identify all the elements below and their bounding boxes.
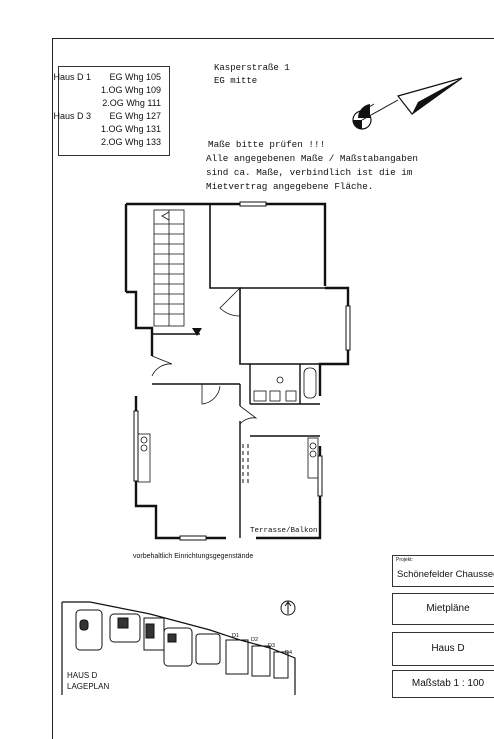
- site-building: [163, 627, 193, 667]
- plan-window: [345, 305, 351, 351]
- unit-apartment: Whg 111: [126, 98, 161, 108]
- unit-floor: 1.OG: [100, 124, 123, 134]
- notice-line: Mietvertrag angegebene Fläche.: [206, 181, 374, 192]
- notice-line: Alle angegebenen Maße / Maßstabangaben: [206, 153, 419, 164]
- unit-apartment: Whg 109: [124, 85, 161, 95]
- unit-house: Haus D 1: [53, 72, 91, 82]
- site-label-type: LAGEPLAN: [67, 682, 110, 691]
- stair-arrow-icon: [192, 328, 202, 336]
- site-plan-label: HAUS D LAGEPLAN: [67, 670, 109, 692]
- address-street: Kasperstraße 1: [214, 63, 290, 73]
- plan-type: Mietpläne: [426, 603, 470, 614]
- plan-wall: [215, 202, 327, 286]
- unit-row: 2.OG Whg 111: [102, 97, 161, 109]
- unit-apartment: Whg 131: [124, 124, 161, 134]
- unit-list-box: Haus D 1 EG Whg 105 1.OG Whg 109 2.OG Wh…: [53, 66, 170, 156]
- plan-window: [179, 535, 207, 541]
- unit-floor: EG: [109, 72, 123, 82]
- scale-label: Maßstab 1 : 100: [411, 678, 485, 689]
- plan-wall: [209, 204, 320, 365]
- plan-wall: [318, 286, 350, 396]
- plan-window: [317, 455, 323, 497]
- title-block: Projekt: Schönefelder Chaussee Mietpläne…: [392, 555, 494, 700]
- site-building: [273, 651, 289, 679]
- terrace-label: Terrasse/Balkon: [250, 527, 318, 535]
- site-building: [75, 609, 103, 651]
- furniture-note: vorbehaltlich Einrichtungsgegenstände: [133, 553, 254, 560]
- staircase: [153, 209, 185, 327]
- plan-wall: [126, 290, 154, 356]
- unit-row: 1.OG Whg 109: [101, 84, 161, 96]
- site-north-arrow-icon: [280, 600, 296, 616]
- address-location: EG mitte: [214, 76, 258, 86]
- site-label-house: HAUS D: [67, 671, 98, 680]
- drawing-sheet-border: [52, 38, 494, 739]
- unit-floor: 2.OG: [100, 137, 123, 147]
- notice-line: sind ca. Maße, verbindlich ist die im: [206, 167, 413, 178]
- plan-door: [239, 405, 258, 425]
- site-building-label: D1: [232, 633, 240, 639]
- plan-wall: [134, 396, 226, 540]
- house-box: Haus D: [392, 632, 494, 666]
- site-building: [251, 645, 271, 677]
- site-building-label: D2: [251, 637, 259, 643]
- site-building-label: D3: [268, 643, 276, 649]
- site-building-label: D4: [285, 650, 293, 656]
- plan-door: [151, 355, 173, 377]
- site-building: [195, 633, 221, 665]
- scale-box: Maßstab 1 : 100: [392, 670, 494, 698]
- unit-apartment: Whg 105: [124, 72, 161, 82]
- plan-door: [201, 384, 221, 405]
- plan-wall: [256, 446, 322, 540]
- house-title: Haus D: [431, 643, 465, 654]
- plan-window: [239, 201, 267, 207]
- floor-plan: [124, 201, 351, 541]
- address-block: Kasperstraße 1 EG mitte: [214, 62, 290, 88]
- plan-fixtures: [137, 367, 319, 483]
- unit-row: 2.OG Whg 133: [101, 136, 161, 148]
- plan-window: [133, 410, 139, 482]
- site-plan: [61, 600, 296, 695]
- unit-row: 1.OG Whg 131: [101, 123, 161, 135]
- unit-house: Haus D 3: [53, 111, 91, 121]
- unit-floor: EG: [109, 111, 123, 121]
- unit-floor: 1.OG: [100, 85, 123, 95]
- unit-floor: 2.OG: [102, 98, 124, 108]
- unit-row: Haus D 1 EG Whg 105: [53, 71, 161, 83]
- site-building: [109, 613, 141, 643]
- unit-row: Haus D 3 EG Whg 127: [53, 110, 161, 122]
- notice-heading: Maße bitte prüfen !!!: [208, 139, 326, 150]
- project-name: Schönefelder Chaussee: [397, 569, 494, 580]
- plan-type-box: Mietpläne: [392, 593, 494, 625]
- site-building: [225, 639, 249, 675]
- unit-apartment: Whg 133: [124, 137, 161, 147]
- measurement-notice: Maße bitte prüfen !!! Alle angegebenen M…: [206, 138, 418, 194]
- project-box: Projekt: Schönefelder Chaussee: [392, 555, 494, 587]
- plan-door: [219, 287, 241, 317]
- north-arrow-icon: [352, 77, 463, 130]
- unit-apartment: Whg 127: [124, 111, 161, 121]
- project-label: Projekt:: [396, 557, 413, 563]
